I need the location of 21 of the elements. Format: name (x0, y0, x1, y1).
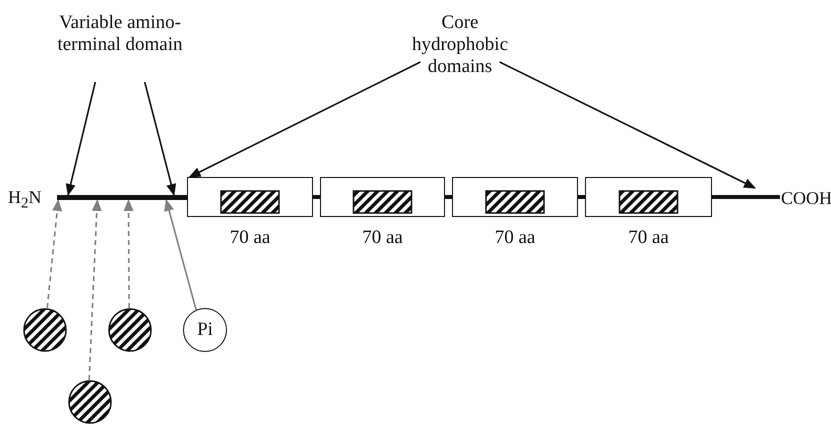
phosphate-circle: Pi (183, 308, 227, 352)
domain-box (452, 177, 578, 217)
domain-label: Variable amino-terminal domain (56, 12, 184, 56)
arrow (188, 61, 421, 178)
arrow (46, 199, 62, 308)
arrow (164, 199, 197, 310)
domain-box (585, 177, 712, 217)
arrow (124, 199, 134, 308)
domain-label: Core hydrophobic domains (410, 12, 510, 78)
terminal-segment (57, 195, 187, 200)
arrow (499, 61, 756, 189)
terminus-label: H$_{2}$N (8, 186, 42, 214)
arrow (66, 82, 96, 196)
length-label: 70 aa (494, 227, 536, 249)
length-label: 70 aa (627, 227, 670, 249)
arrow (88, 199, 102, 380)
length-label: 70 aa (361, 227, 404, 249)
domain-box (187, 177, 313, 217)
arrow (144, 82, 176, 196)
length-label: 70 aa (228, 227, 272, 249)
domain-box (320, 177, 445, 217)
